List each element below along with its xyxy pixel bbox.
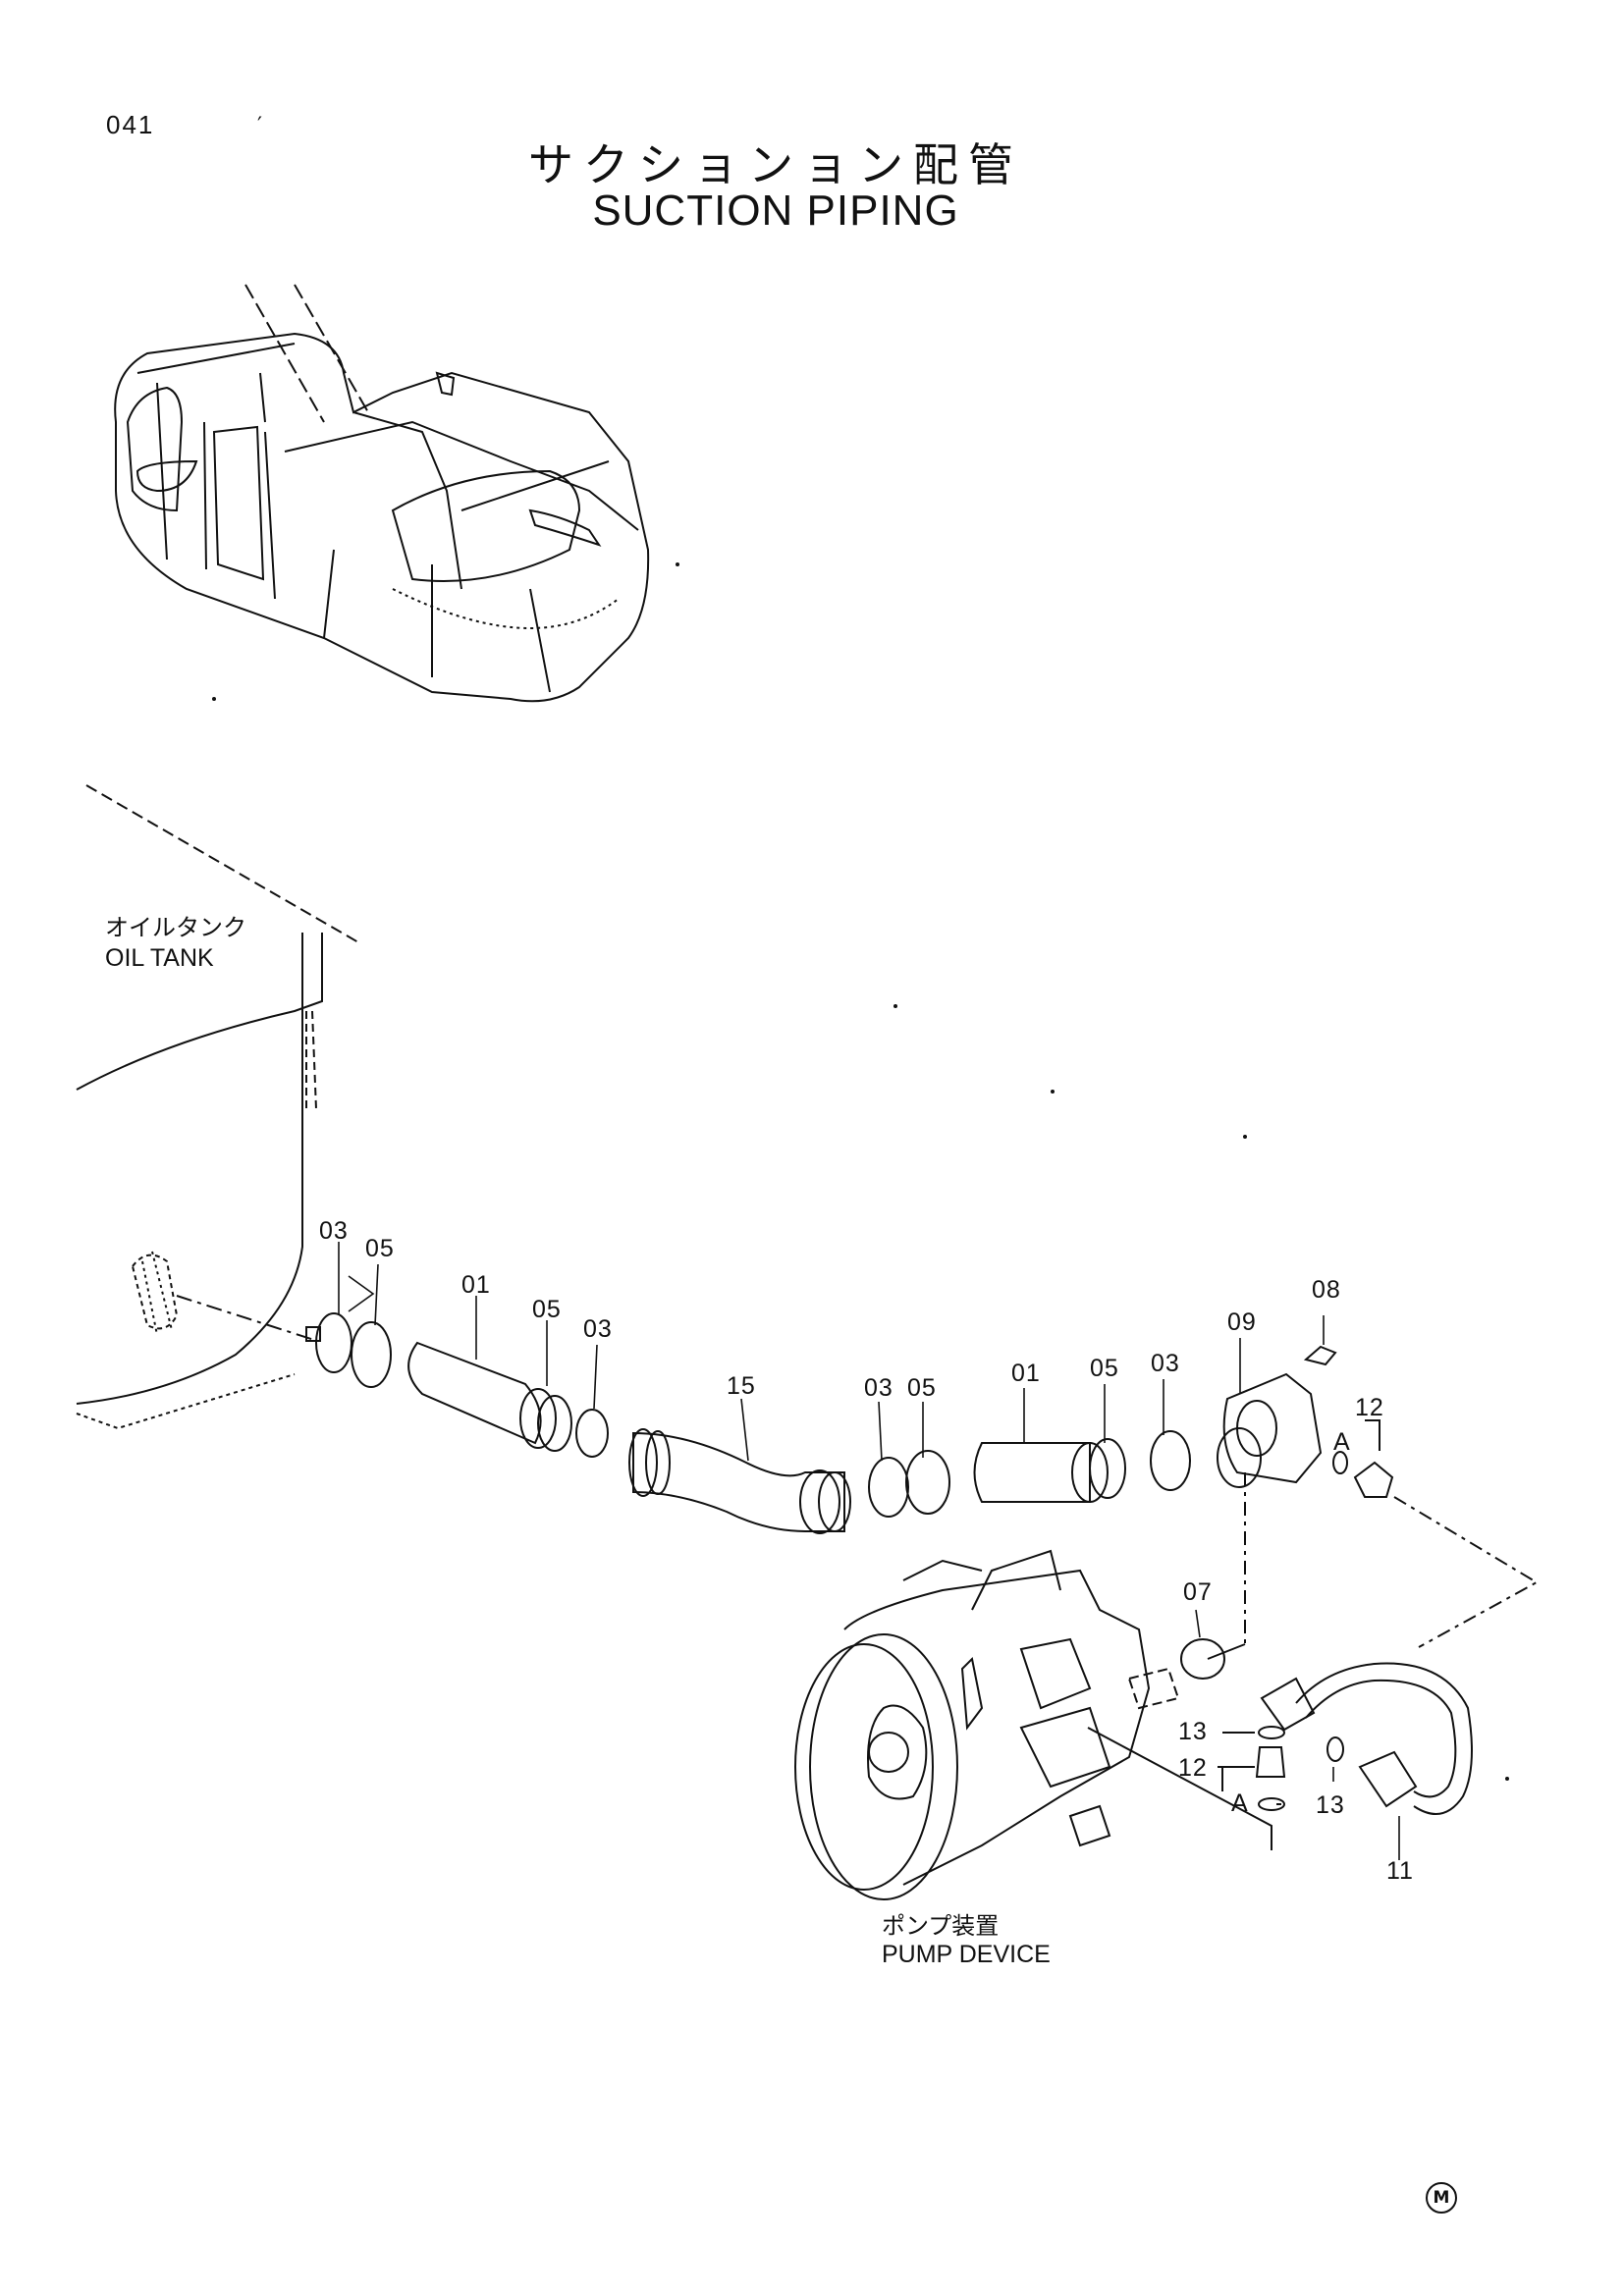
- pump-device-label-english: PUMP DEVICE: [882, 1941, 1051, 1968]
- page-tick: ′: [257, 114, 262, 138]
- pump-device-illustration: [794, 1549, 1180, 1900]
- callout-label: 07: [1183, 1578, 1213, 1606]
- hose-assembly: [305, 1312, 1540, 1850]
- detail-a-label: A: [1333, 1428, 1351, 1456]
- callout-label: 05: [532, 1296, 562, 1323]
- callout-label: 03: [1151, 1350, 1180, 1377]
- callout-label: 09: [1227, 1308, 1257, 1336]
- callout-label: 15: [727, 1372, 756, 1400]
- callout-label: 05: [365, 1235, 395, 1262]
- page-title-english: SUCTION PIPING: [592, 187, 959, 235]
- callout-label: 13: [1178, 1718, 1208, 1745]
- callout-label: 03: [583, 1315, 613, 1343]
- callout-label: 12: [1178, 1754, 1208, 1782]
- page-title-japanese: サクションョン配管: [528, 138, 1023, 191]
- callout-label: 13: [1316, 1791, 1345, 1819]
- page-number: 041: [106, 110, 155, 139]
- pump-device-label-japanese: ポンプ装置: [882, 1912, 1000, 1940]
- oil-tank-label-japanese: オイルタンク: [105, 914, 246, 941]
- circled-m-mark: M: [1426, 2182, 1457, 2214]
- callout-label: 03: [319, 1217, 349, 1245]
- callout-label: 01: [1011, 1360, 1041, 1387]
- oil-tank-label-english: OIL TANK: [105, 944, 214, 972]
- callout-label: 12: [1355, 1394, 1384, 1421]
- leader-lines: [338, 1242, 1400, 1860]
- callout-label: 11: [1386, 1857, 1414, 1885]
- callout-label: 01: [461, 1271, 491, 1299]
- callout-label: 08: [1312, 1276, 1341, 1304]
- callout-label: 05: [1090, 1355, 1119, 1382]
- callout-label: 03: [864, 1374, 893, 1402]
- callout-label: 05: [907, 1374, 937, 1402]
- excavator-overview-illustration: [114, 284, 650, 703]
- detail-a-label: A: [1231, 1789, 1249, 1817]
- oil-tank-illustration: [76, 784, 359, 1430]
